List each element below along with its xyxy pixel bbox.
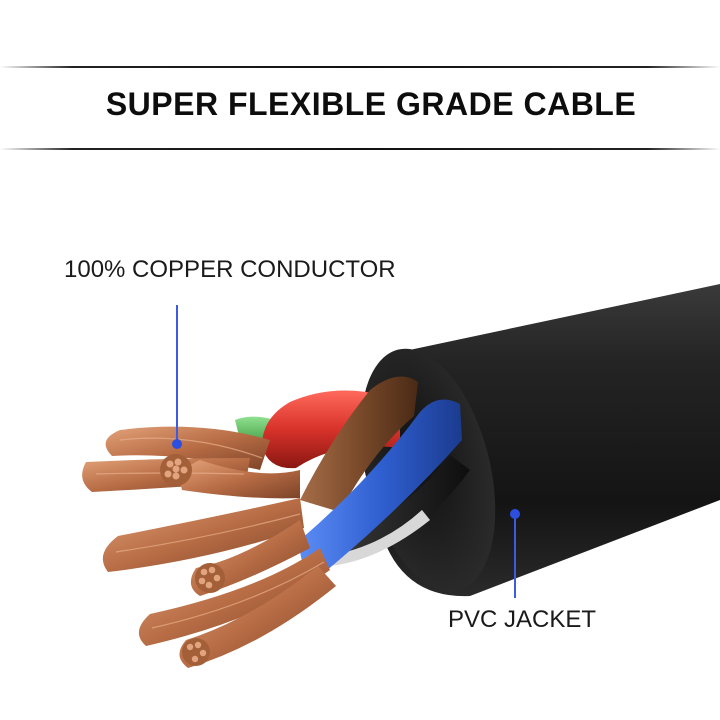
copper-conductor-callout: 100% COPPER CONDUCTOR: [64, 256, 396, 283]
jacket-leader-line: [510, 509, 520, 598]
top-divider: [0, 66, 720, 68]
pvc-jacket-callout: PVC JACKET: [448, 606, 597, 633]
headline: SUPER FLEXIBLE GRADE CABLE: [105, 86, 637, 122]
copper-leader-line: [172, 305, 182, 449]
blue-wire: [299, 399, 462, 576]
bottom-divider: [0, 148, 720, 150]
brown-wire: [300, 376, 418, 512]
copper-strands: [82, 426, 336, 668]
